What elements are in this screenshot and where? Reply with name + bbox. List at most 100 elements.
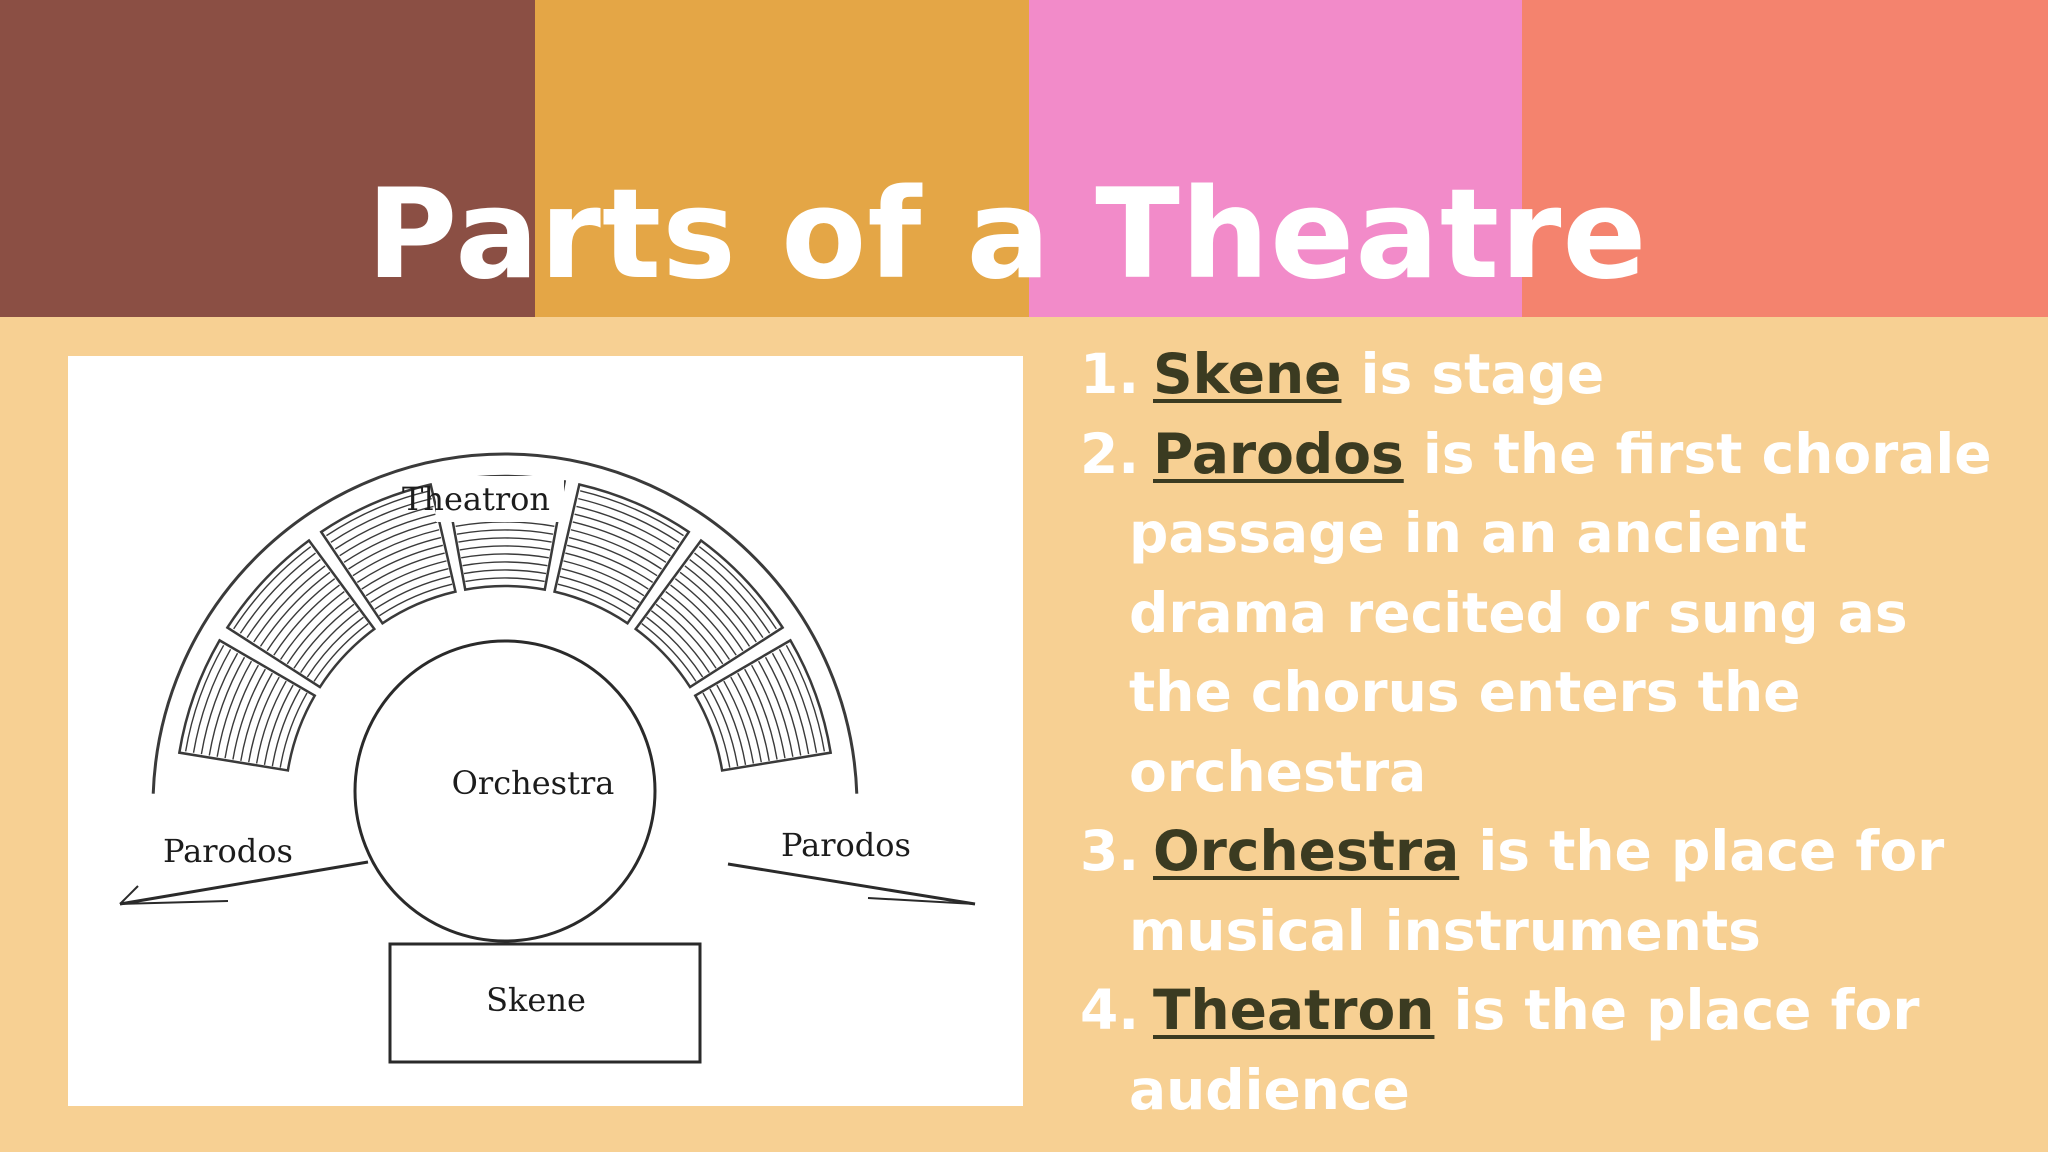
seat-row — [279, 590, 345, 660]
seat-row — [689, 558, 764, 639]
parodos-left-label: Parodos — [163, 832, 293, 870]
seat-row — [557, 583, 632, 617]
seat-row — [670, 584, 737, 656]
seat-row — [286, 597, 350, 665]
seat-row — [716, 684, 747, 766]
parodos-right-path — [727, 862, 976, 906]
seat-row — [459, 545, 551, 551]
seat-row — [574, 513, 671, 557]
seat-row — [300, 610, 360, 674]
slide-title: Parts of a Theatre — [366, 163, 1648, 307]
orchestra-label: Orchestra — [452, 764, 615, 802]
seat-row — [184, 644, 225, 752]
seat-row — [785, 644, 826, 752]
seat-row — [565, 552, 649, 590]
seat-row — [259, 571, 331, 647]
seat-row — [665, 590, 731, 660]
term-orchestra: Orchestra — [1153, 819, 1460, 883]
seat-row — [239, 552, 316, 634]
seat-row — [674, 578, 744, 652]
seat-row — [293, 603, 355, 669]
seat-row — [326, 490, 430, 537]
parodos-left-path-lower — [119, 900, 229, 905]
seat-row — [580, 490, 684, 537]
seat-row — [306, 616, 364, 678]
seat-row — [370, 567, 449, 603]
term-skene: Skene — [1153, 342, 1342, 406]
item-text: is the place for musical instruments — [1129, 819, 1945, 963]
seating-wedge — [693, 638, 833, 772]
seat-row — [679, 571, 751, 647]
seating-wedge — [225, 538, 377, 689]
seat-row — [339, 513, 436, 557]
theatron-label-bg — [436, 476, 564, 522]
parodos-left-edge — [119, 885, 139, 905]
seating-wedge — [319, 482, 457, 626]
theatre-diagram: Theatron Orchestra Parodos Parodos Skene — [68, 356, 1023, 1106]
item-text: is the place for audience — [1129, 978, 1920, 1122]
seat-row — [233, 546, 312, 630]
item-number: 1. — [1080, 342, 1140, 406]
parts-list: 1.Skene is stage 2.Parodos is the first … — [1080, 335, 2010, 1130]
seat-row — [271, 688, 301, 767]
seat-row — [255, 680, 287, 764]
seat-row — [334, 505, 434, 550]
seat-row — [374, 575, 451, 610]
seat-row — [561, 567, 640, 603]
seat-row — [463, 569, 547, 575]
seat-row — [356, 544, 443, 583]
seat-row — [273, 584, 340, 656]
list-item: 3.Orchestra is the place for musical ins… — [1080, 812, 2010, 971]
seat-row — [246, 558, 321, 639]
term-theatron: Theatron — [1153, 978, 1435, 1042]
list-item: 1.Skene is stage — [1080, 335, 2010, 415]
parodos-right-path-lower — [867, 897, 976, 905]
seat-row — [232, 668, 266, 760]
seat-row — [378, 583, 453, 617]
seat-row — [216, 660, 253, 757]
outer-wall — [151, 452, 859, 794]
seat-row — [655, 603, 717, 669]
seat-row — [572, 521, 667, 563]
parodos-right-label: Parodos — [781, 826, 911, 864]
seat-row — [253, 565, 326, 643]
seat-row — [559, 575, 636, 610]
seat-row — [646, 616, 704, 678]
color-band-pink — [1029, 0, 1522, 317]
seat-row — [458, 537, 552, 543]
color-band-coral — [1522, 0, 2048, 317]
item-text: is stage — [1341, 342, 1605, 406]
seat-row — [563, 560, 645, 597]
seat-row — [462, 561, 548, 567]
seat-row — [702, 692, 731, 768]
theatron-seating — [151, 452, 859, 794]
theatron-label: Theatron — [402, 480, 550, 518]
seat-row — [456, 529, 554, 535]
seat-row — [641, 622, 697, 682]
item-number: 4. — [1080, 978, 1140, 1042]
seat-row — [352, 536, 442, 577]
seat-row — [240, 672, 273, 761]
seat-row — [348, 529, 440, 570]
seat-row — [578, 497, 680, 543]
item-number: 3. — [1080, 819, 1140, 883]
skene-label: Skene — [486, 981, 586, 1019]
seat-row — [192, 648, 232, 753]
color-band-brown — [0, 0, 535, 317]
seat-row — [361, 552, 445, 590]
seating-wedge — [177, 638, 317, 772]
seat-row — [330, 497, 432, 543]
seat-row — [455, 521, 555, 528]
seat-row — [343, 521, 438, 563]
seat-row — [709, 688, 739, 767]
seat-row — [751, 664, 786, 759]
seat-row — [568, 536, 658, 577]
seat-row — [771, 652, 810, 755]
seat-row — [723, 680, 755, 764]
seating-wedge — [553, 482, 691, 626]
seat-row — [465, 577, 545, 583]
seat-row — [744, 668, 778, 760]
seat-row — [684, 565, 757, 643]
seat-row — [266, 578, 336, 652]
seat-row — [698, 546, 777, 630]
